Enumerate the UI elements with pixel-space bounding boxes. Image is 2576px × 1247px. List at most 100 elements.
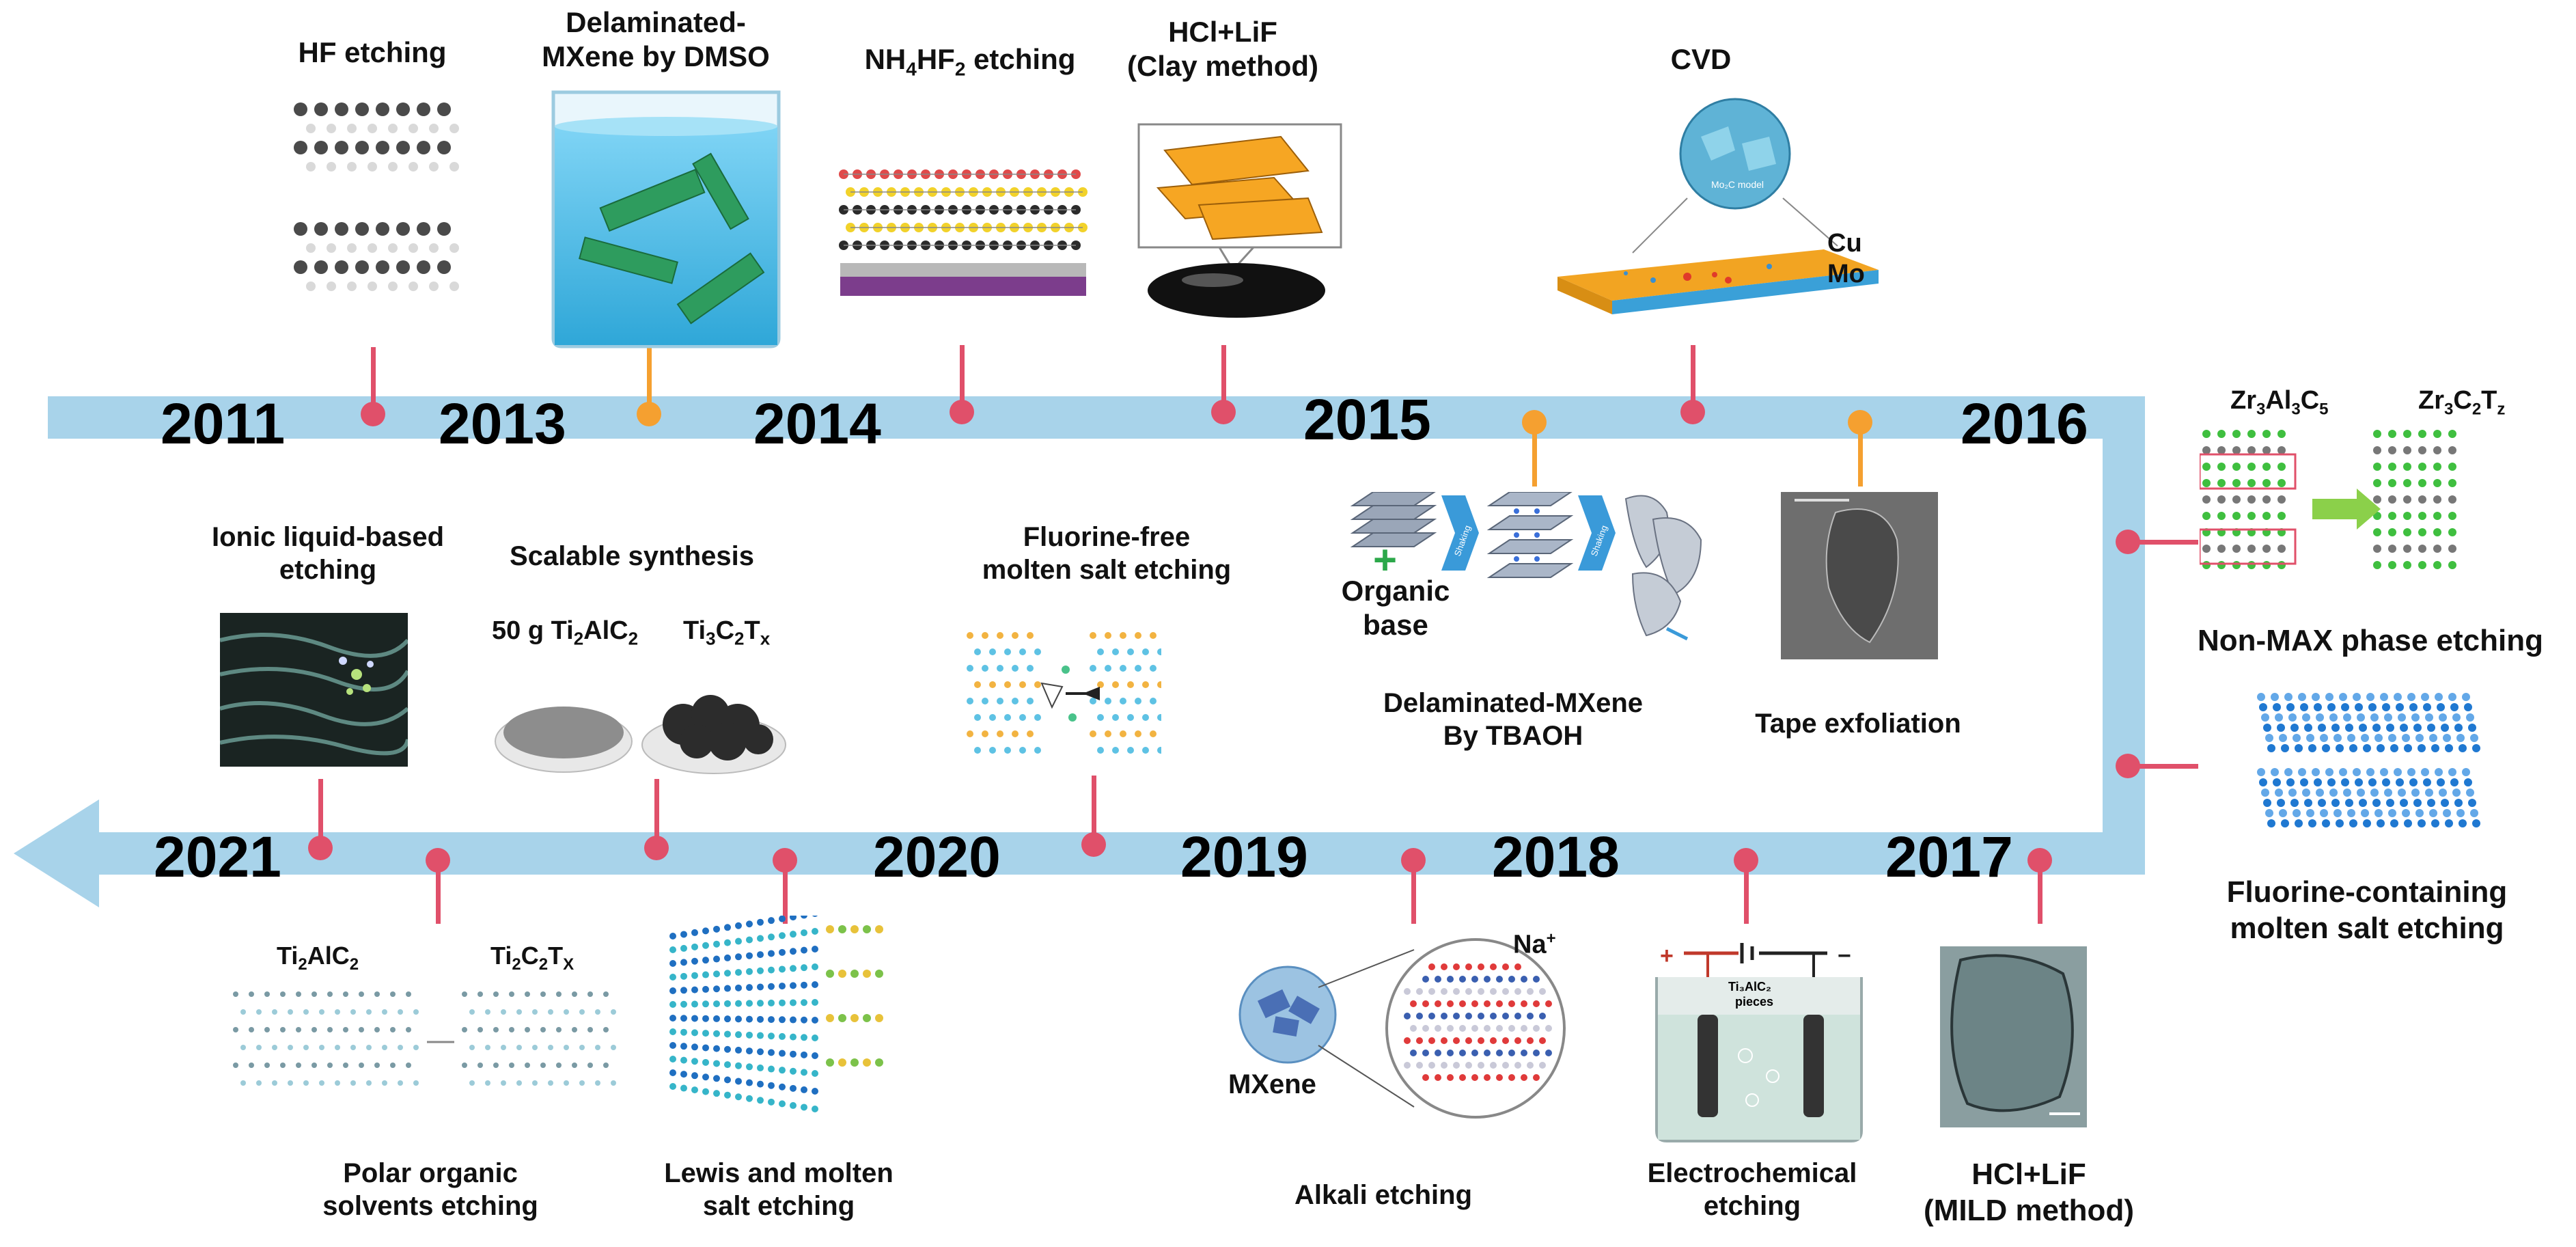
timeline-top-band (48, 396, 2145, 439)
lattice-atom (1034, 747, 1041, 754)
lattice-atom (2373, 430, 2381, 438)
lattice-atom (1135, 632, 1141, 639)
lattice-atom (540, 1027, 546, 1032)
lattice-atom (724, 1030, 731, 1038)
lattice-atom (1490, 1062, 1497, 1069)
lattice-atom (1441, 988, 1448, 995)
lattice-atom (429, 282, 439, 291)
lattice-atom (1484, 1074, 1491, 1081)
lattice-atom (2423, 778, 2431, 786)
lattice-atom (982, 698, 988, 704)
lattice-atom (2409, 778, 2418, 786)
lattice-atom (532, 1009, 538, 1015)
lattice-atom (1097, 681, 1104, 688)
lattice-atom (2298, 693, 2306, 701)
lattice-atom (540, 991, 546, 997)
lattice-atom (240, 1009, 246, 1015)
lattice-atom (501, 1009, 506, 1015)
lattice-atom (1068, 713, 1077, 722)
lattice-atom (294, 222, 307, 236)
lattice-atom (2388, 479, 2396, 487)
lattice-atom (702, 1058, 709, 1066)
lattice-atom (449, 282, 459, 291)
lattice-atom (2304, 799, 2312, 807)
lattice-atom (2345, 724, 2353, 732)
lattice-atom (801, 1104, 807, 1111)
lattice-atom (2281, 744, 2289, 752)
lattice-atom (2433, 463, 2441, 471)
lattice-atom (2384, 713, 2392, 722)
lattice-atom (801, 964, 807, 972)
lattice-atom (1496, 1000, 1503, 1007)
lattice-atom (1090, 632, 1096, 639)
lattice-atom (997, 730, 1003, 737)
lattice-atom (757, 967, 764, 974)
lattice-atom (2302, 713, 2310, 722)
lattice-atom (2427, 799, 2435, 807)
lattice-atom (2366, 768, 2374, 776)
lattice-atom (294, 141, 307, 154)
lattice-atom (335, 102, 348, 116)
lattice-atom (327, 991, 333, 997)
lattice-atom (2448, 768, 2456, 776)
lattice-atom (1527, 1013, 1534, 1019)
lattice-atom (1105, 665, 1111, 672)
marker-dot-ffree (1081, 832, 1106, 857)
marker-dot-dmso (637, 402, 661, 426)
lattice-atom (2318, 724, 2326, 732)
lattice-atom (1435, 976, 1441, 983)
lattice-atom (680, 1056, 687, 1064)
lattice-atom (288, 1009, 293, 1015)
lattice-atom (757, 935, 764, 942)
lattice-atom (2202, 561, 2211, 569)
lattice-atom (396, 102, 410, 116)
lattice-atom (2403, 528, 2411, 536)
lattice-atom (374, 991, 380, 997)
cvd-illustration: Mo₂C model (1557, 98, 1879, 314)
plus-icon: + (1373, 537, 1397, 583)
lattice-atom (779, 1016, 786, 1024)
lattice-atom (2400, 724, 2408, 732)
lattice-atom (347, 162, 357, 172)
lattice-atom (2263, 724, 2271, 732)
lattice-atom (1502, 988, 1509, 995)
lattice-atom (669, 946, 676, 953)
lattice-atom (240, 1080, 246, 1086)
lattice-atom (1422, 1074, 1429, 1081)
lattice-atom (1459, 1000, 1466, 1007)
lattice-atom (2394, 768, 2402, 776)
lattice-atom (2418, 495, 2426, 504)
lattice-atom (417, 222, 430, 236)
lattice-atom (1120, 730, 1126, 737)
lattice-atom (1004, 648, 1011, 655)
lattice-atom (306, 243, 316, 253)
marker-dot-clay (1211, 400, 1236, 424)
marker-dot-ionic (308, 836, 333, 860)
lattice-atom (429, 243, 439, 253)
lattice-atom (1012, 730, 1019, 737)
lattice-atom (735, 937, 742, 945)
lattice-atom (2232, 430, 2241, 438)
lattice-atom (2333, 734, 2342, 742)
lattice-atom (746, 1095, 753, 1102)
lattice-atom (812, 916, 818, 917)
lattice-atom (2435, 768, 2443, 776)
lattice-atom (396, 260, 410, 274)
marker-stem-scalable (654, 779, 659, 843)
lattice-atom (1027, 632, 1034, 639)
lattice-atom (779, 1100, 786, 1108)
lattice-atom (572, 1027, 577, 1032)
lattice-atom (1447, 1074, 1454, 1081)
lattice-atom (669, 1001, 676, 1008)
lattice-atom (2217, 479, 2226, 487)
lattice-atom (1435, 1074, 1441, 1081)
lattice-atom (1120, 698, 1126, 704)
lattice-atom (347, 243, 357, 253)
lattice-atom (1019, 681, 1026, 688)
lattice-atom (2277, 724, 2285, 732)
lattice-atom (850, 1058, 859, 1067)
lattice-atom (2262, 479, 2271, 487)
dmso-beaker-illustration (551, 90, 781, 348)
label-clay-line2: (Clay method) (1126, 50, 1318, 83)
lattice-atom (2359, 799, 2367, 807)
